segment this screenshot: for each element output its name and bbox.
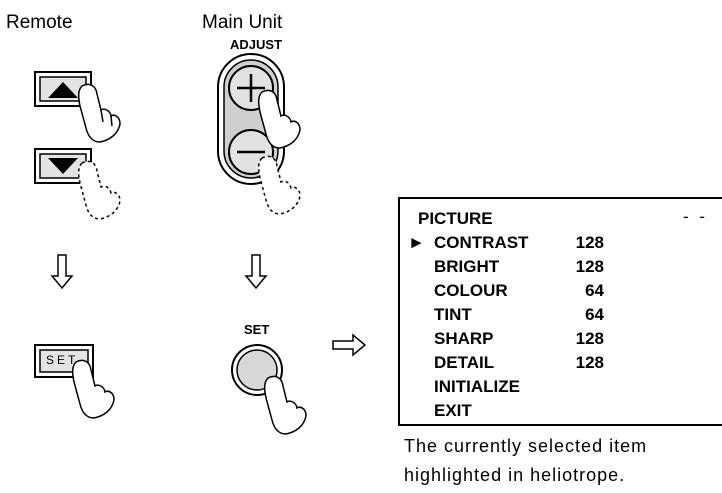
menu-item-label: INITIALIZE xyxy=(434,377,520,396)
menu-item-value: 64 xyxy=(585,305,604,324)
remote-heading: Remote xyxy=(6,12,73,33)
menu-item-label: COLOUR xyxy=(434,281,508,300)
adjust-label: ADJUST xyxy=(230,37,283,52)
menu-item-value: 64 xyxy=(585,281,604,300)
hand-pressing-icon xyxy=(263,375,307,435)
menu-corner-indicator: - - xyxy=(683,207,709,226)
menu-item-value: 128 xyxy=(575,353,604,372)
main-unit-heading: Main Unit xyxy=(202,12,283,33)
menu-item-exit[interactable]: EXIT xyxy=(408,401,708,425)
menu-item-detail[interactable]: DETAIL 128 xyxy=(408,353,708,377)
right-arrow-icon xyxy=(332,333,367,357)
menu-item-label: CONTRAST xyxy=(434,233,529,252)
hand-pressing-dashed-icon xyxy=(257,155,301,215)
triangle-down-icon xyxy=(48,158,78,174)
caption-line-2: highlighted in heliotrope. xyxy=(404,465,626,485)
plus-icon xyxy=(237,74,265,102)
menu-item-label: DETAIL xyxy=(434,353,495,372)
menu-item-colour[interactable]: COLOUR 64 xyxy=(408,281,708,305)
triangle-up-icon xyxy=(48,82,78,98)
set-knob-label: SET xyxy=(244,322,270,337)
menu-item-tint[interactable]: TINT 64 xyxy=(408,305,708,329)
menu-item-label: EXIT xyxy=(434,401,472,420)
menu-item-label: TINT xyxy=(434,305,472,324)
set-key-label: SET xyxy=(46,353,79,367)
selection-pointer-icon: ► xyxy=(408,233,425,252)
menu-item-sharp[interactable]: SHARP 128 xyxy=(408,329,708,353)
caption-line-1: The currently selected item xyxy=(404,436,648,456)
menu-item-value: 128 xyxy=(575,257,604,276)
menu-item-initialize[interactable]: INITIALIZE xyxy=(408,377,708,401)
hand-pressing-dashed-icon xyxy=(77,160,121,220)
menu-item-bright[interactable]: BRIGHT 128 xyxy=(408,257,708,281)
menu-item-label: SHARP xyxy=(434,329,494,348)
menu-item-value: 128 xyxy=(575,329,604,348)
menu-title: PICTURE xyxy=(418,209,493,228)
hand-pressing-icon xyxy=(257,89,301,149)
down-arrow-icon xyxy=(244,254,268,290)
menu-item-label: BRIGHT xyxy=(434,257,500,276)
picture-menu: PICTURE - - ► CONTRAST 128 BRIGHT 128 CO… xyxy=(398,197,722,426)
menu-item-value: 128 xyxy=(575,233,604,252)
down-arrow-icon xyxy=(50,254,74,290)
hand-pressing-icon xyxy=(71,359,115,419)
hand-pressing-icon xyxy=(77,83,121,143)
menu-item-contrast[interactable]: ► CONTRAST 128 xyxy=(408,233,708,257)
